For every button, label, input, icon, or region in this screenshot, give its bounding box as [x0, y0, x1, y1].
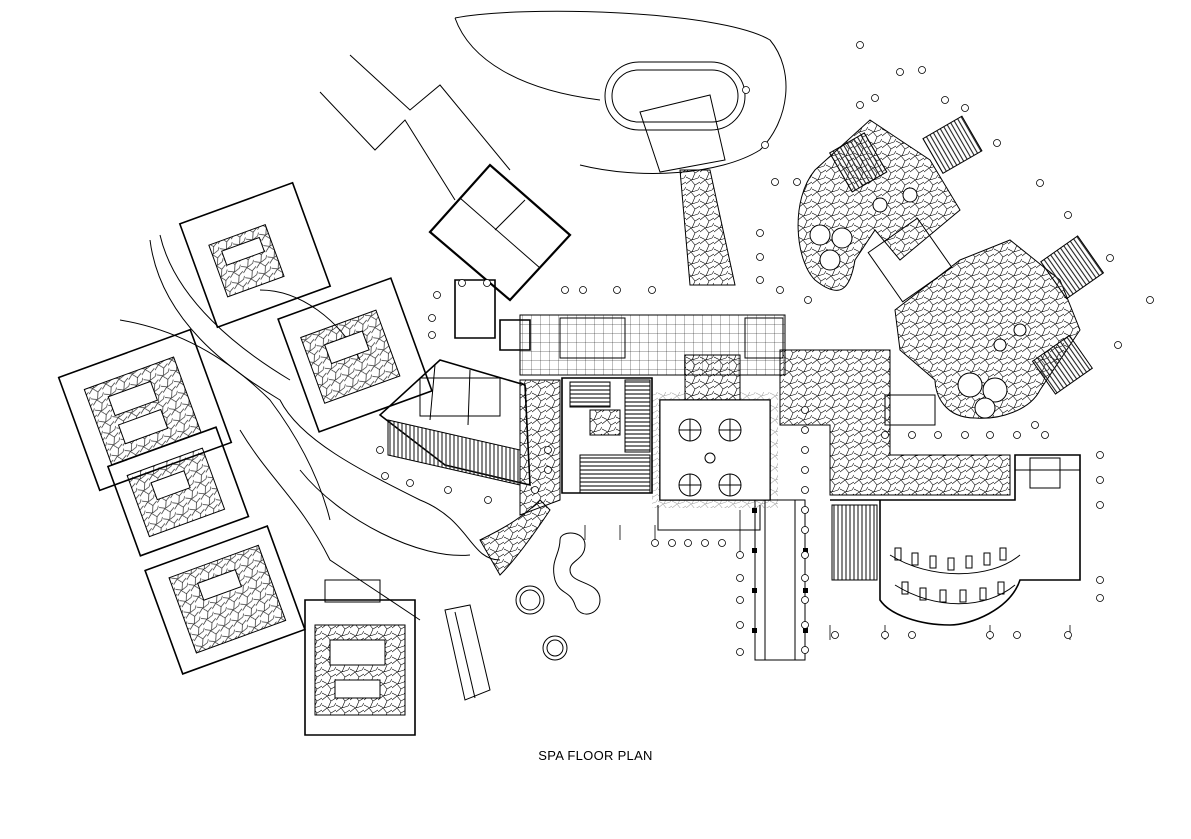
plunge-pool-2 — [543, 636, 567, 660]
plunge-pool-1 — [516, 586, 544, 614]
garden-path — [150, 240, 500, 560]
villa-2 — [278, 278, 432, 432]
entry-pavilion — [430, 165, 570, 300]
drawing-caption: SPA FLOOR PLAN — [538, 748, 653, 763]
grid-reference-bubbles — [377, 42, 1154, 656]
villa-1 — [180, 183, 330, 327]
lap-pool — [554, 533, 600, 614]
drop-off-oval — [605, 62, 745, 130]
villa-6 — [305, 580, 415, 735]
site-boundary-top — [455, 11, 786, 173]
reception-hall — [520, 315, 785, 375]
villa-3 — [59, 330, 232, 491]
courtyard-trees — [679, 419, 741, 496]
villa-5 — [145, 526, 305, 674]
fitness-pavilion — [830, 455, 1080, 625]
villa-4 — [108, 427, 249, 556]
